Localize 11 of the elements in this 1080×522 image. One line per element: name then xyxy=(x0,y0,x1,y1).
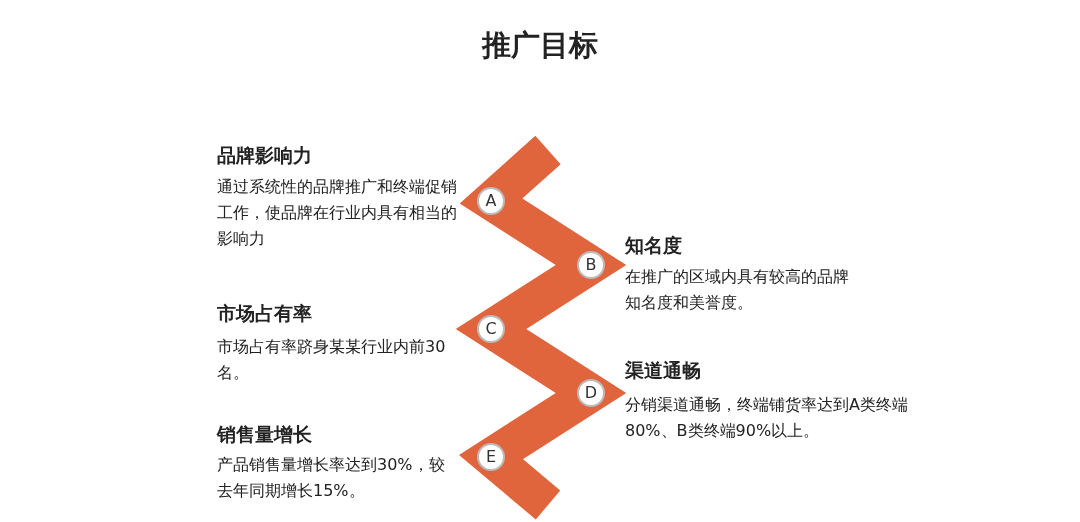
goal-description: 在推广的区域内具有较高的品牌知名度和美誉度。 xyxy=(625,266,850,314)
goal-heading: 销售量增长 xyxy=(217,422,313,447)
goal-description: 分销渠道通畅，终端铺货率达到A类终端80%、B类终端90%以上。 xyxy=(625,394,909,442)
goal-description: 通过系统性的品牌推广和终端促销工作，使品牌在行业内具有相当的影响力 xyxy=(217,176,458,250)
goal-heading: 品牌影响力 xyxy=(217,143,313,168)
title: 推广目标 xyxy=(480,27,599,64)
goal-description: 市场占有率跻身某某行业内前30名。 xyxy=(217,336,447,384)
goal-heading: 市场占有率 xyxy=(217,301,313,326)
goal-heading: 渠道通畅 xyxy=(625,358,702,383)
goal-heading: 知名度 xyxy=(625,233,683,258)
goal-description: 产品销售量增长率达到30%，较去年同期增长15%。 xyxy=(217,454,446,502)
